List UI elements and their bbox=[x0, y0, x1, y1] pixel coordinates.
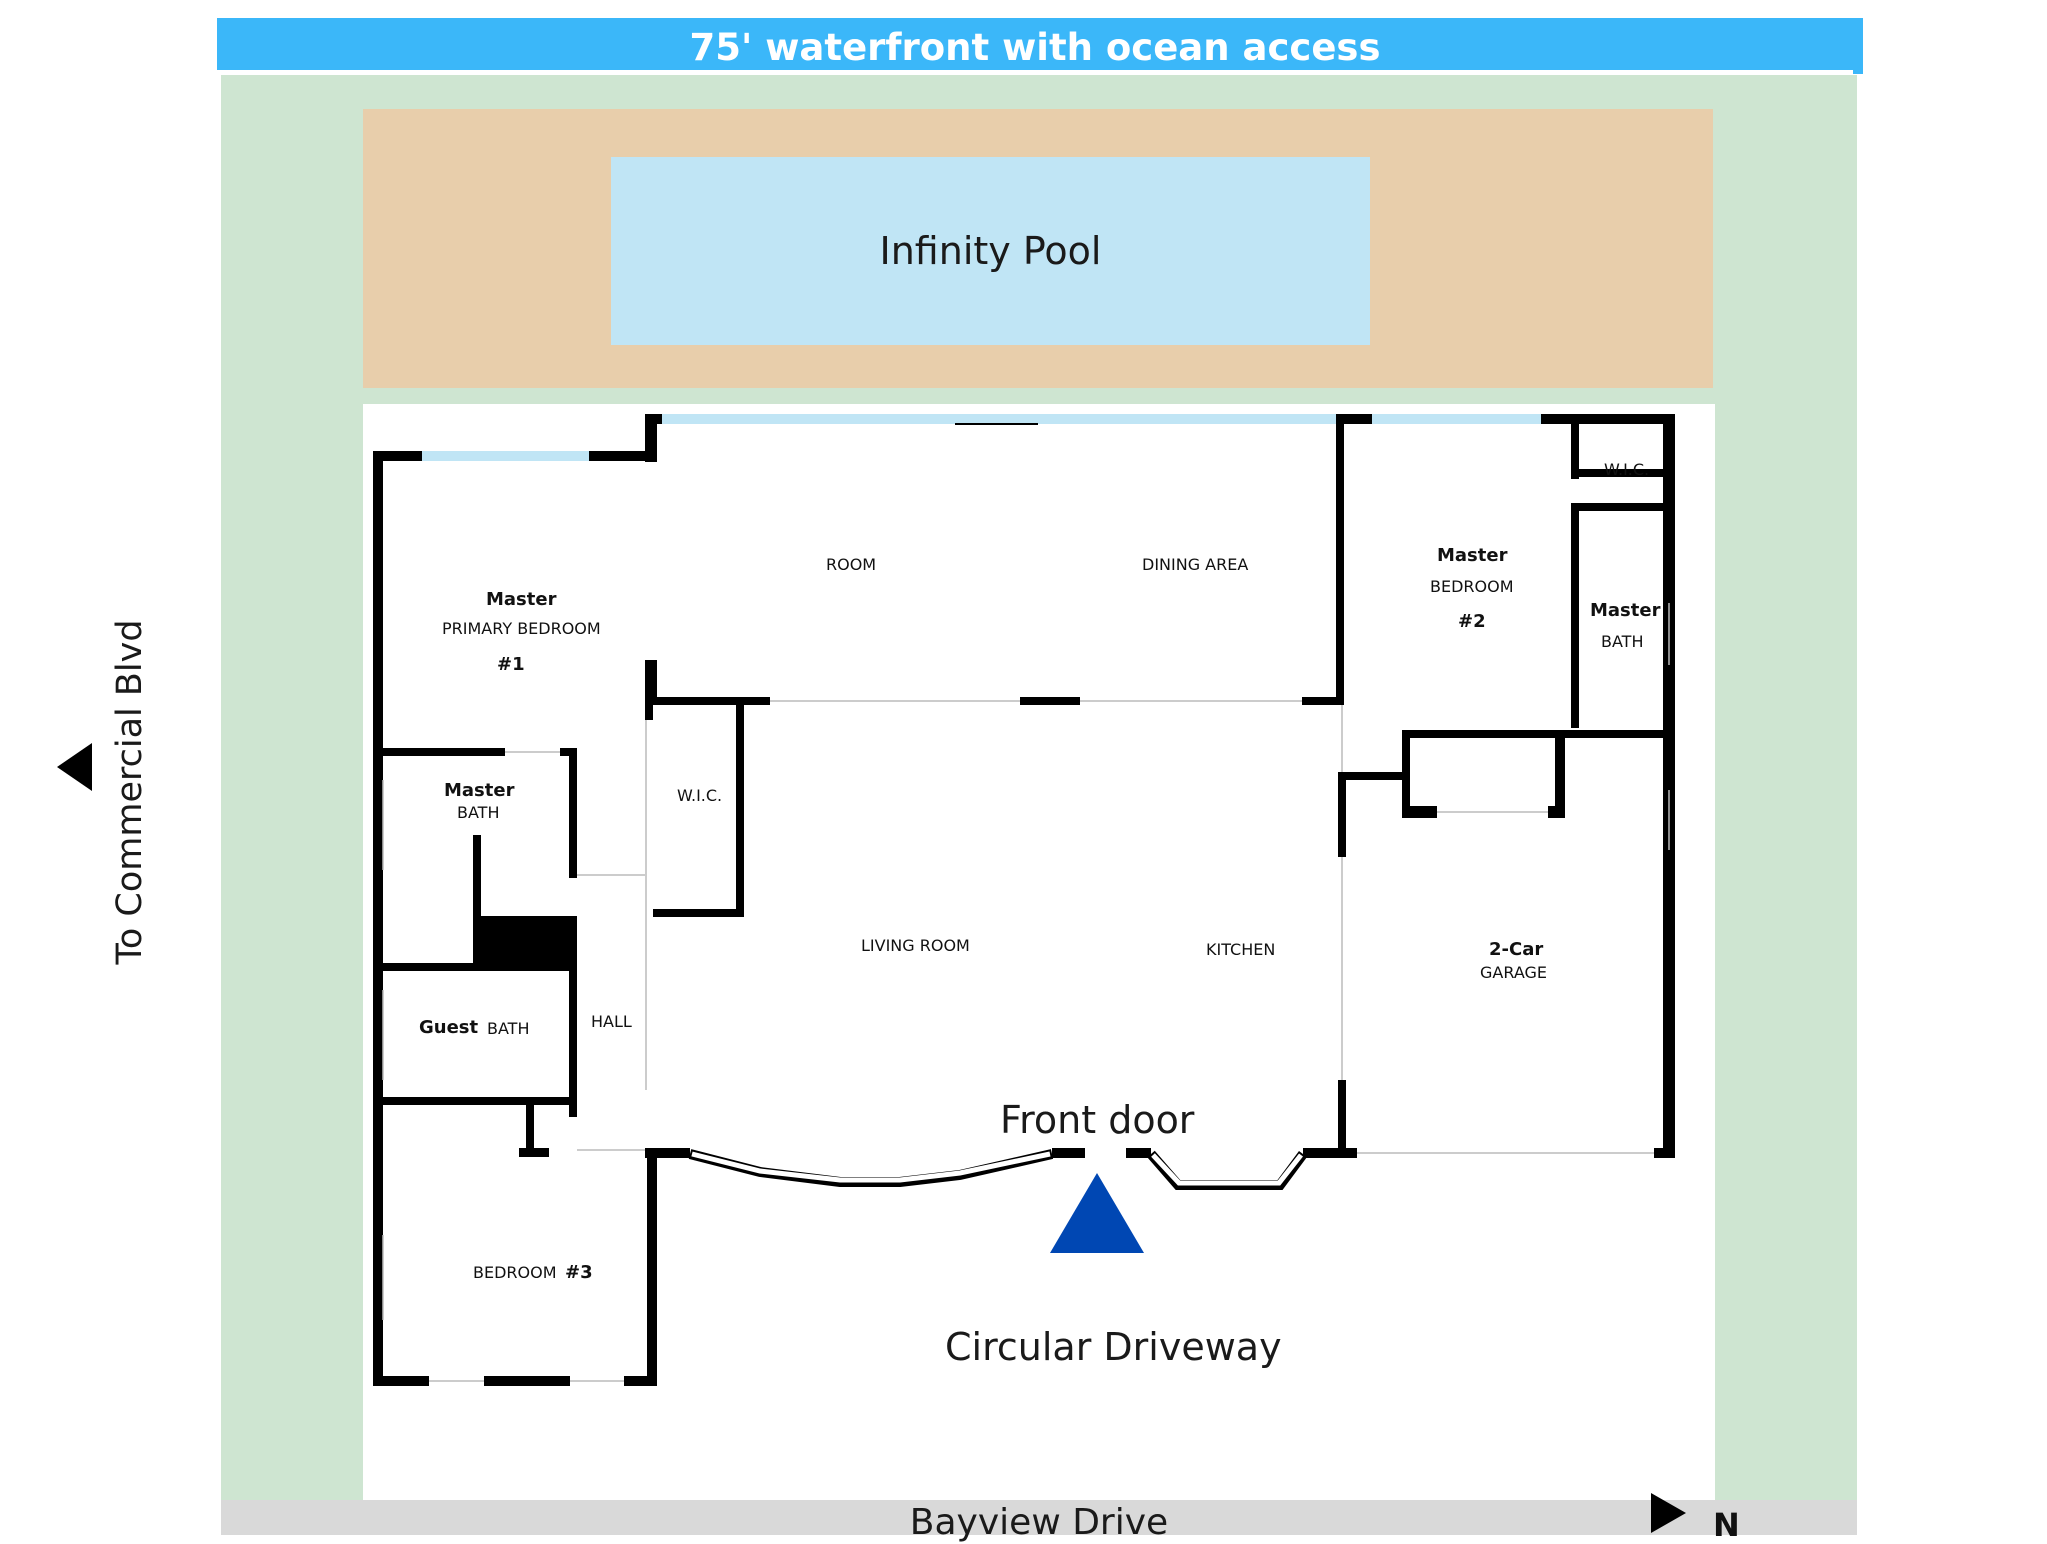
bay-window-left bbox=[688, 1149, 1054, 1187]
bay-window-right bbox=[1147, 1150, 1308, 1190]
master-bedroom-2-name: BEDROOM bbox=[1430, 577, 1514, 596]
road bbox=[221, 1500, 1857, 1535]
master-bath-1-name: BATH bbox=[457, 803, 500, 822]
entry-marker-icon bbox=[1050, 1173, 1144, 1253]
guest-bath-title: Guest bbox=[419, 1017, 479, 1038]
living-room-label: LIVING ROOM bbox=[861, 936, 970, 955]
primary-bedroom-name: PRIMARY BEDROOM bbox=[442, 619, 601, 638]
waterfront-strip bbox=[217, 18, 1853, 70]
pool-label: Infinity Pool bbox=[879, 229, 1102, 273]
waterfront-strip-edge bbox=[1853, 18, 1863, 74]
primary-bedroom-number: #1 bbox=[497, 654, 525, 675]
master-bedroom-2-number: #2 bbox=[1458, 611, 1486, 632]
front-door-label: Front door bbox=[1000, 1098, 1195, 1142]
garage-title: 2-Car bbox=[1489, 939, 1544, 960]
guest-bath-name: BATH bbox=[487, 1019, 530, 1038]
window bbox=[1372, 414, 1541, 424]
windows bbox=[422, 414, 1541, 461]
garage-name: GARAGE bbox=[1480, 963, 1547, 982]
master-bath-2-name: BATH bbox=[1601, 632, 1644, 651]
bedroom-3-name: BEDROOM bbox=[473, 1263, 557, 1282]
infinity-pool bbox=[611, 157, 1370, 345]
dining-area-label: DINING AREA bbox=[1142, 555, 1249, 574]
window bbox=[422, 451, 589, 461]
walls bbox=[373, 414, 1675, 1386]
primary-bedroom-title: Master bbox=[486, 589, 557, 610]
master-bath-2-title: Master bbox=[1590, 600, 1661, 621]
hall-label: HALL bbox=[591, 1012, 632, 1031]
kitchen-label: KITCHEN bbox=[1206, 940, 1276, 959]
driveway-label: Circular Driveway bbox=[945, 1325, 1282, 1369]
door-lines bbox=[382, 603, 1670, 1382]
window bbox=[662, 414, 1340, 424]
bedroom-3-number: #3 bbox=[565, 1262, 593, 1283]
north-arrow-icon bbox=[1651, 1493, 1686, 1533]
wic-right-label: W.I.C. bbox=[1604, 460, 1650, 479]
wic-left-label: W.I.C. bbox=[677, 786, 723, 805]
master-bedroom-2-title: Master bbox=[1437, 545, 1508, 566]
master-bath-1-title: Master bbox=[444, 780, 515, 801]
room-label: ROOM bbox=[826, 555, 877, 574]
direction-arrow-icon bbox=[57, 743, 92, 791]
waterfront-label: 75' waterfront with ocean access bbox=[689, 26, 1381, 69]
house-lot bbox=[363, 404, 1715, 1500]
